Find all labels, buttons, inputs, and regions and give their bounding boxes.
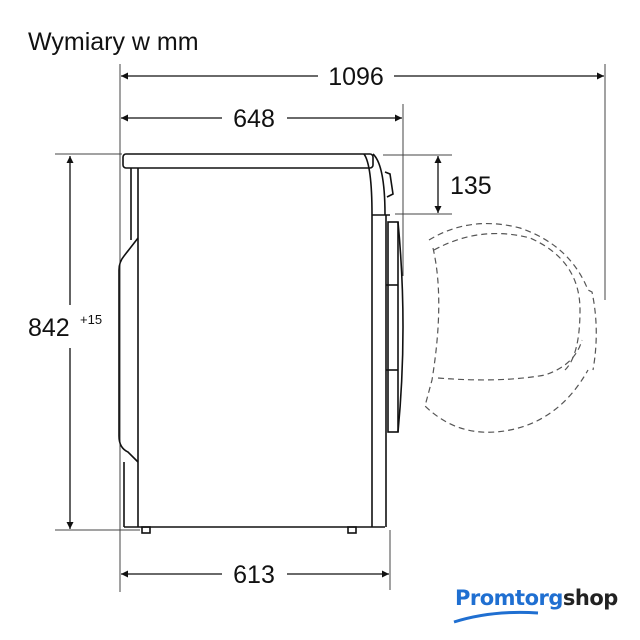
- dim-height: 842: [28, 314, 70, 342]
- promtorgshop-logo: Promtorgshop: [455, 586, 618, 610]
- dim-total-depth: 1096: [328, 63, 384, 91]
- dim-body-depth: 613: [233, 561, 275, 589]
- dim-depth: 648: [233, 105, 275, 133]
- appliance-outline: [118, 153, 404, 534]
- logo-swoosh-icon: [453, 610, 539, 624]
- dim-height-tolerance: +15: [80, 312, 102, 327]
- extension-lines: [55, 64, 606, 592]
- door-open-outline: [424, 223, 597, 433]
- diagram-title: Wymiary w mm: [28, 28, 199, 56]
- dimension-lines: [66, 72, 604, 578]
- dim-top-overhang: 135: [450, 172, 492, 200]
